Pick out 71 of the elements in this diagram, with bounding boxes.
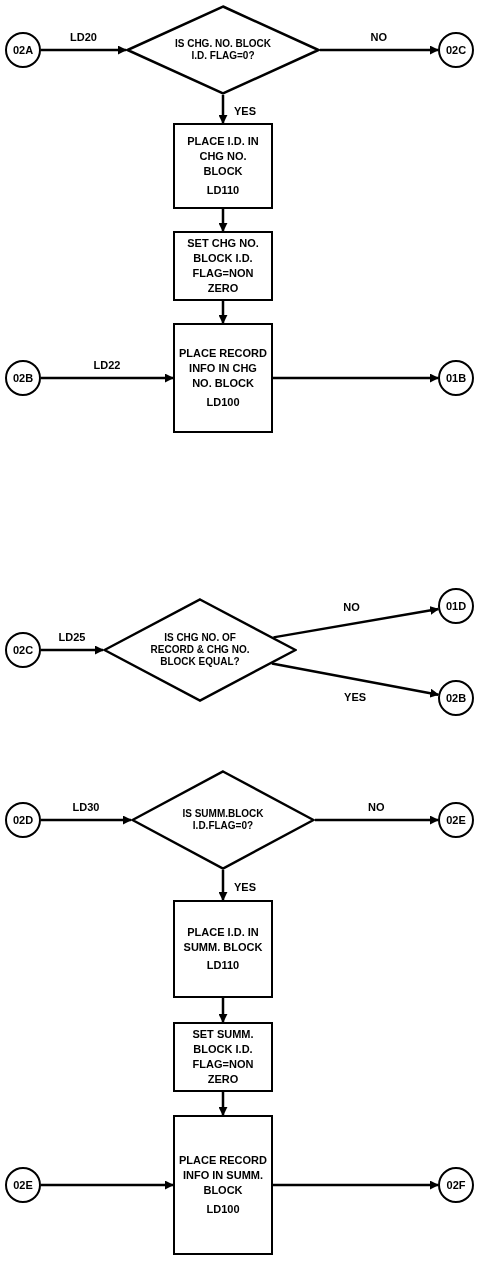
arrow xyxy=(218,870,228,901)
connector-circle xyxy=(5,360,41,396)
arrow xyxy=(218,95,228,124)
arrow xyxy=(41,373,174,383)
edge-label: YES xyxy=(233,105,257,117)
node-text: PLACE I.D. IN CHG NO. BLOCK xyxy=(186,134,260,179)
connector-label: 02E xyxy=(446,812,466,828)
connector-circle xyxy=(5,32,41,68)
arrow xyxy=(218,301,228,324)
connector-label: 02D xyxy=(12,812,34,828)
decision-diamond xyxy=(103,598,297,702)
edge-label: NO xyxy=(342,601,361,614)
connector-label: 02B xyxy=(445,690,467,706)
arrow xyxy=(320,45,439,55)
routine-label: LD100 xyxy=(206,394,240,410)
routine-label: LD110 xyxy=(206,182,240,198)
arrow xyxy=(271,662,440,698)
routine-label: LD100 xyxy=(206,1201,240,1217)
arrow xyxy=(41,1180,174,1190)
node-text: IS CHG. NO. BLOCK I.D. FLAG=0? xyxy=(173,38,273,62)
connector-label: 02A xyxy=(12,42,34,58)
connector-label: 01D xyxy=(445,598,467,614)
edge-label: LD30 xyxy=(71,801,101,813)
edge-label: NO xyxy=(367,801,386,813)
node-text: PLACE I.D. IN SUMM. BLOCK xyxy=(182,924,264,955)
arrow xyxy=(218,209,228,232)
decision-diamond xyxy=(131,770,315,870)
process-box xyxy=(173,323,273,433)
process-box xyxy=(173,1115,273,1255)
process-box xyxy=(173,123,273,209)
edge-label: LD20 xyxy=(69,31,98,43)
connector-circle xyxy=(438,1167,474,1203)
connector-circle xyxy=(5,632,41,668)
arrow xyxy=(218,1092,228,1116)
node-text: PLACE RECORD INFO IN SUMM. BLOCK xyxy=(179,1153,267,1198)
edge-label: NO xyxy=(369,31,388,43)
node-text: PLACE RECORD INFO IN CHG NO. BLOCK xyxy=(179,346,267,391)
node-text: SET CHG NO. BLOCK I.D. FLAG=NON ZERO xyxy=(186,236,260,296)
connector-label: 02B xyxy=(12,370,34,386)
connector-circle xyxy=(438,680,474,716)
edge-label: YES xyxy=(233,881,257,893)
routine-label: LD110 xyxy=(206,958,240,974)
connector-label: 02C xyxy=(12,642,34,658)
arrow xyxy=(41,45,127,55)
arrow xyxy=(273,606,440,639)
node-text: IS CHG NO. OF RECORD & CHG NO. BLOCK EQUAL? xyxy=(149,632,251,668)
arrow xyxy=(218,998,228,1023)
connector-circle xyxy=(438,32,474,68)
arrow xyxy=(315,815,439,825)
decision-diamond xyxy=(126,5,320,95)
node-text: IS SUMM.BLOCK I.D.FLAG=0? xyxy=(181,808,265,832)
process-box xyxy=(173,231,273,301)
connector-label: 02F xyxy=(446,1177,466,1193)
edge-label: LD22 xyxy=(92,359,122,371)
connector-circle xyxy=(438,588,474,624)
node-text: SET SUMM. BLOCK I.D. FLAG=NON ZERO xyxy=(191,1027,255,1087)
arrow xyxy=(41,645,104,655)
arrow xyxy=(273,373,439,383)
connector-label: 01B xyxy=(445,370,467,386)
connector-circle xyxy=(5,802,41,838)
connector-circle xyxy=(438,360,474,396)
connector-circle xyxy=(5,1167,41,1203)
process-box xyxy=(173,900,273,998)
arrow xyxy=(273,1180,439,1190)
connector-label: 02C xyxy=(445,42,467,58)
edge-label: YES xyxy=(343,691,368,704)
edge-label: LD25 xyxy=(57,631,87,643)
process-box xyxy=(173,1022,273,1092)
connector-circle xyxy=(438,802,474,838)
arrow xyxy=(41,815,132,825)
connector-label: 02E xyxy=(13,1177,33,1193)
